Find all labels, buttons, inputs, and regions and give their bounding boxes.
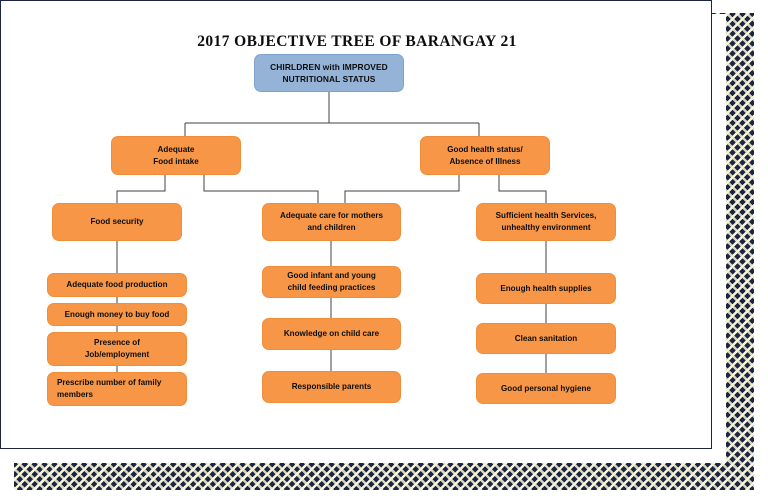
node-sufficient-health-services[interactable]: Sufficient health Services, unhealthy en… bbox=[476, 203, 616, 241]
node-adequate-food-production[interactable]: Adequate food production bbox=[47, 273, 187, 297]
edge-foodintake-to-care bbox=[203, 175, 319, 203]
node-enough-money-to-buy-food[interactable]: Enough money to buy food bbox=[47, 303, 187, 326]
node-prescribe-number-of-family-members[interactable]: Prescribe number of family members bbox=[47, 372, 187, 406]
document-canvas-frame: 2017 OBJECTIVE TREE OF BARANGAY 21 bbox=[0, 0, 712, 449]
node-good-personal-hygiene[interactable]: Good personal hygiene bbox=[476, 373, 616, 404]
page-title: 2017 OBJECTIVE TREE OF BARANGAY 21 bbox=[197, 33, 517, 50]
node-enough-health-supplies[interactable]: Enough health supplies bbox=[476, 273, 616, 304]
edge-health-to-services bbox=[498, 175, 547, 203]
node-presence-of-job-employment[interactable]: Presence of Job/employment bbox=[47, 332, 187, 366]
node-knowledge-on-child-care[interactable]: Knowledge on child care bbox=[262, 318, 401, 350]
node-adequate-care-mothers-children[interactable]: Adequate care for mothers and children bbox=[262, 203, 401, 241]
node-adequate-food-intake[interactable]: Adequate Food intake bbox=[111, 136, 241, 175]
edge-health-to-care bbox=[344, 175, 460, 203]
node-root-children-improved-nutritional-status[interactable]: CHIRLDREN with IMPROVED NUTRITIONAL STAT… bbox=[254, 54, 404, 92]
connector-lines bbox=[116, 92, 547, 373]
node-food-security[interactable]: Food security bbox=[52, 203, 182, 241]
node-good-health-status[interactable]: Good health status/ Absence of Illness bbox=[420, 136, 550, 175]
node-responsible-parents[interactable]: Responsible parents bbox=[262, 371, 401, 403]
node-clean-sanitation[interactable]: Clean sanitation bbox=[476, 323, 616, 354]
edge-foodintake-to-foodsecurity bbox=[116, 175, 166, 203]
diagram-canvas: 2017 OBJECTIVE TREE OF BARANGAY 21 bbox=[1, 1, 713, 450]
node-good-infant-young-child-feeding-practices[interactable]: Good infant and young child feeding prac… bbox=[262, 266, 401, 298]
